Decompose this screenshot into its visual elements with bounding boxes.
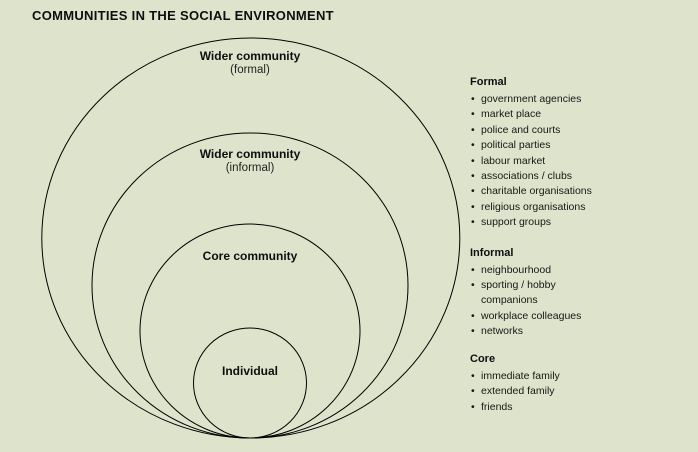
list-item: religious organisations	[470, 200, 608, 216]
legend-heading-informal: Informal	[470, 246, 514, 259]
ring-label-wider-informal: Wider community (informal)	[200, 147, 301, 175]
list-item: support groups	[470, 215, 608, 231]
list-item: workplace colleagues	[470, 309, 608, 325]
ring-label-text: Core community	[202, 249, 298, 263]
legend-section-core: Core immediate family extended family fr…	[470, 352, 670, 416]
ring-sublabel-text: (informal)	[225, 162, 275, 174]
ring-label-text: Individual	[221, 364, 279, 378]
concentric-circles-graphic	[41, 37, 461, 439]
legend-heading-core: Core	[470, 352, 496, 365]
ring-label-text: Wider community	[199, 147, 301, 161]
page-title: COMMUNITIES IN THE SOCIAL ENVIRONMENT	[32, 8, 334, 23]
legend-list-core: immediate family extended family friends	[470, 369, 608, 416]
list-item: government agencies	[470, 92, 608, 108]
list-item: labour market	[470, 154, 608, 170]
legend-heading-formal: Formal	[470, 76, 507, 88]
legend-section-formal: Formal government agencies market place …	[470, 76, 670, 231]
legend-panel: Formal government agencies market place …	[470, 76, 670, 415]
legend-section-informal: Informal neighbourhood sporting / hobby …	[470, 247, 670, 340]
list-item: immediate family	[470, 369, 608, 385]
ring-label-core-community: Core community	[203, 249, 298, 263]
ring-label-text: Wider community	[199, 49, 301, 63]
list-item: police and courts	[470, 123, 608, 139]
circle-individual	[193, 327, 307, 439]
list-item: neighbourhood	[470, 263, 608, 279]
legend-list-informal: neighbourhood sporting / hobby companion…	[470, 263, 608, 340]
ring-label-wider-formal: Wider community (formal)	[200, 49, 301, 77]
list-item: market place	[470, 107, 608, 123]
ring-label-individual: Individual	[222, 364, 278, 378]
list-item: friends	[470, 400, 608, 416]
circle-wider-formal	[41, 37, 461, 439]
ring-sublabel-text: (formal)	[230, 64, 270, 76]
list-item: associations / clubs	[470, 169, 608, 185]
legend-list-formal: government agencies market place police …	[470, 92, 608, 231]
list-item: networks	[470, 324, 608, 340]
list-item: charitable organisations	[470, 184, 608, 200]
list-item: political parties	[470, 138, 608, 154]
list-item: sporting / hobby companions	[470, 278, 608, 309]
circle-wider-informal	[91, 132, 409, 439]
list-item: extended family	[470, 384, 608, 400]
